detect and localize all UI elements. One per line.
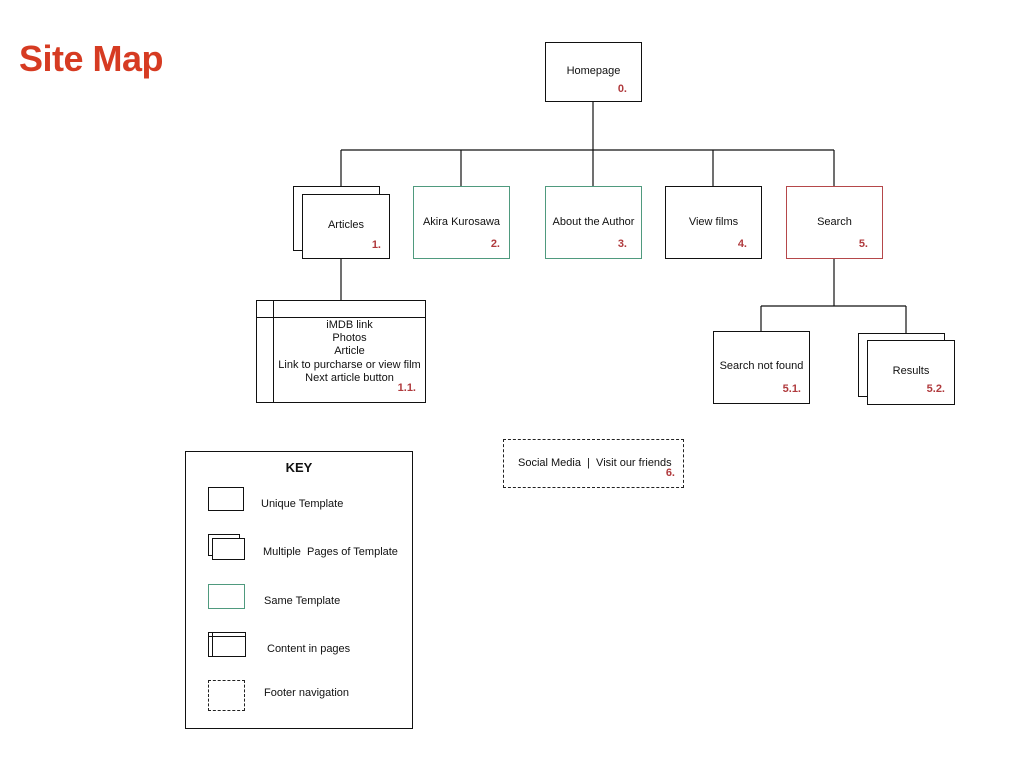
key-title: KEY (285, 460, 313, 475)
footer-number: 6. (665, 467, 675, 479)
key-content-left-rule (212, 633, 213, 656)
films-node: View films 4. (665, 186, 762, 259)
homepage-number: 0. (617, 83, 627, 95)
author-number: 3. (617, 238, 627, 250)
articles-node: Articles 1. (302, 194, 390, 259)
homepage-label: Homepage (566, 65, 621, 77)
films-number: 4. (737, 238, 747, 250)
content-line: Next article button (305, 371, 394, 384)
article-content-number: 1.1. (397, 382, 416, 394)
footer-label: Social Media | Visit our friends (518, 457, 672, 469)
content-line: Photos (332, 332, 367, 345)
key-label-unique: Unique Template (261, 498, 344, 510)
kurosawa-node: Akira Kurosawa 2. (413, 186, 510, 259)
kurosawa-number: 2. (490, 238, 500, 250)
results-node: Results 5.2. (867, 340, 955, 405)
search-number: 5. (858, 238, 868, 250)
content-line: iMDB link (326, 319, 373, 331)
article-content-node: iMDB link Photos Article Link to purchar… (256, 300, 426, 403)
results-label: Results (892, 365, 930, 377)
author-node: About the Author 3. (545, 186, 642, 259)
key-swatch-multiple-front (212, 538, 245, 560)
search-label: Search (817, 216, 852, 228)
homepage-node: Homepage 0. (545, 42, 642, 102)
key-panel: KEY Unique Template Multiple Pages of Te… (185, 451, 413, 729)
not-found-label: Search not found (719, 360, 804, 372)
articles-label: Articles (327, 219, 365, 231)
content-left-rule (273, 301, 274, 402)
articles-number: 1. (371, 239, 381, 251)
search-node: Search 5. (786, 186, 883, 259)
author-label: About the Author (552, 216, 635, 228)
kurosawa-label: Akira Kurosawa (422, 216, 501, 228)
films-label: View films (688, 216, 739, 228)
key-swatch-unique (208, 487, 244, 511)
content-line: Link to purcharse or view film (278, 358, 421, 371)
not-found-node: Search not found 5.1. (713, 331, 810, 404)
key-label-same: Same Template (264, 595, 341, 607)
content-top-rule (257, 317, 425, 318)
key-swatch-same (208, 584, 245, 609)
content-line: Article (334, 345, 365, 358)
footer-node: Social Media | Visit our friends 6. (503, 439, 684, 488)
key-swatch-content (208, 632, 246, 657)
article-content-list: iMDB link Photos Article Link to purchar… (274, 319, 425, 385)
key-content-top-rule (209, 636, 245, 637)
page-title: Site Map (19, 38, 164, 79)
key-label-multiple: Multiple Pages of Template (263, 546, 398, 558)
key-label-footer: Footer navigation (264, 687, 349, 699)
key-swatch-footer (208, 680, 245, 711)
key-label-content: Content in pages (267, 643, 351, 655)
not-found-number: 5.1. (782, 383, 801, 395)
results-number: 5.2. (926, 383, 945, 395)
